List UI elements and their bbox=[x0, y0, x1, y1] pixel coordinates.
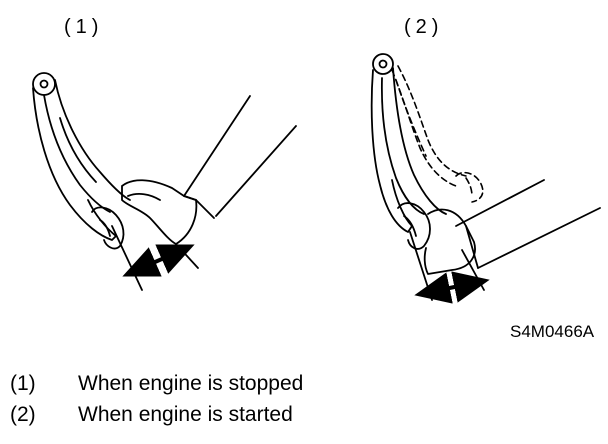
legend-item: (2) When engine is started bbox=[10, 399, 303, 430]
figure-code: S4M0466A bbox=[510, 322, 595, 341]
pedal-pivot-2 bbox=[372, 53, 394, 75]
legend-number: (1) bbox=[10, 371, 36, 395]
stroke-arrow-1 bbox=[122, 244, 195, 277]
pedal-pad-1 bbox=[91, 206, 125, 250]
legend-item: (1) When engine is stopped bbox=[10, 368, 303, 399]
leg-2 bbox=[455, 179, 601, 269]
figure-2-label: (2) bbox=[404, 16, 444, 38]
leg-1 bbox=[183, 95, 297, 217]
figure-1-label: (1) bbox=[64, 16, 104, 38]
pedal-pivot-1 bbox=[32, 72, 56, 96]
shoe-1 bbox=[121, 179, 198, 245]
stroke-arrow-2 bbox=[414, 271, 490, 304]
figure-2-dashed-pedal bbox=[391, 65, 484, 203]
legend: (1) When engine is stopped (2) When engi… bbox=[10, 368, 303, 430]
pedal-pivot-hole-1 bbox=[39, 79, 49, 89]
legend-number: (2) bbox=[10, 402, 36, 426]
pedal-pivot-hole-2 bbox=[378, 59, 388, 69]
legend-text: When engine is started bbox=[78, 402, 293, 426]
figure-2-drawing bbox=[370, 53, 601, 301]
pedal-arm-2 bbox=[370, 67, 447, 233]
pedal-arm-1 bbox=[32, 79, 131, 241]
shoe-2 bbox=[423, 208, 476, 275]
legend-text: When engine is stopped bbox=[78, 371, 304, 395]
